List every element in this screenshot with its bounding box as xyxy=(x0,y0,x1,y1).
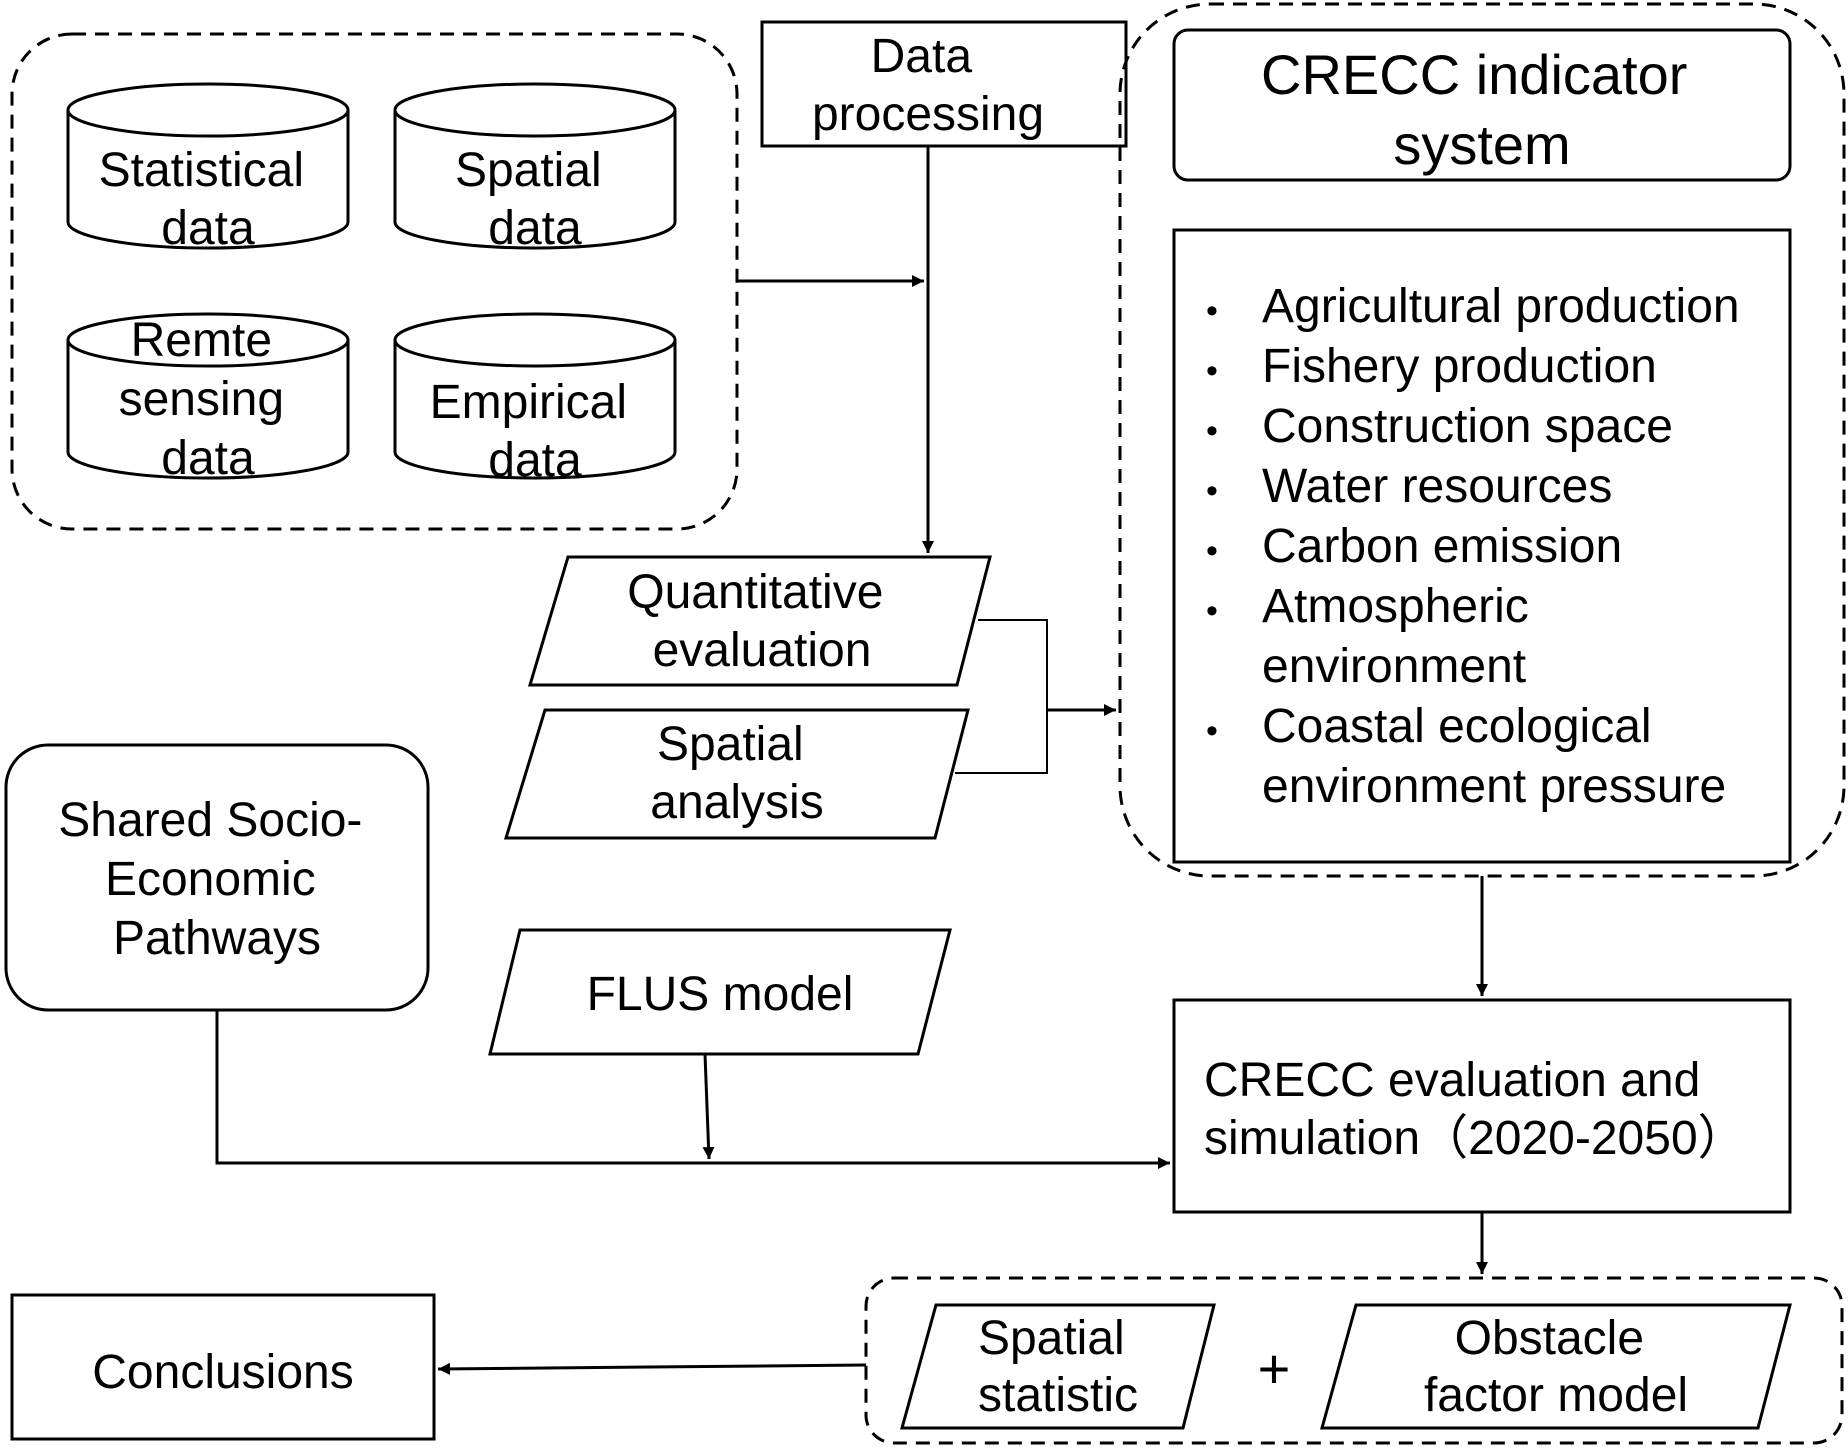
indicator-bullet: • xyxy=(1206,592,1218,630)
empirical-data-cylinder: Empirical data xyxy=(393,312,677,487)
spatial-data-label: Spatial data xyxy=(455,144,615,255)
spatial-data-cylinder: Spatial data xyxy=(393,82,677,255)
indicator-list: • Agricultural production • Fishery product… xyxy=(1206,280,1740,813)
data-processing-label: Data processing xyxy=(812,30,1044,141)
output-methods-group xyxy=(864,1276,1844,1445)
remote-sensing-data-label: Remte sensing data xyxy=(119,314,298,485)
flus-model-label: FLUS model xyxy=(587,968,854,1021)
indicator-bullet: • xyxy=(1206,292,1218,330)
conclusions-box xyxy=(10,1293,436,1441)
indicator-bullet: • xyxy=(1206,712,1218,750)
indicator-item: Water resources xyxy=(1262,460,1612,513)
indicator-list-box xyxy=(1172,228,1792,864)
statistical-data-cylinder: Statistical data xyxy=(66,82,350,255)
spatial-analysis-box xyxy=(503,708,970,840)
remote-sensing-data-cylinder: Remte sensing data xyxy=(66,312,350,485)
indicator-bullet: • xyxy=(1206,352,1218,390)
quantitative-evaluation-box xyxy=(527,555,992,687)
evaluation-simulation-label: CRECC evaluation and simulation（2020-205… xyxy=(1204,1054,1746,1165)
indicator-bullet: • xyxy=(1206,532,1218,570)
indicator-bullet: • xyxy=(1206,472,1218,510)
obstacle-factor-model-box xyxy=(1320,1303,1792,1430)
spatial-statistic-box xyxy=(900,1303,1216,1430)
ssp-label: Shared Socio- Economic Pathways xyxy=(58,794,376,965)
indicator-item: Construction space xyxy=(1262,400,1673,453)
data-processing-box xyxy=(760,20,1128,148)
connector-evaluation-analysis-bracket xyxy=(955,619,1048,774)
connector-ssp-to-evaluation xyxy=(215,1010,1170,1169)
evaluation-simulation-box xyxy=(1172,998,1792,1214)
statistical-data-label: Statistical data xyxy=(99,144,318,255)
spatial-statistic-label: Spatial statistic xyxy=(978,1312,1138,1422)
empirical-data-label: Empirical data xyxy=(430,376,641,487)
connector-methods-to-conclusions xyxy=(437,1362,867,1375)
spatial-analysis-label: Spatial analysis xyxy=(650,718,823,829)
connector-flus-down xyxy=(702,1053,715,1160)
plus-sign: + xyxy=(1258,1337,1291,1400)
indicator-system-title: CRECC indicator system xyxy=(1261,43,1703,176)
indicator-item: Agricultural production xyxy=(1262,280,1740,333)
indicator-item: Carbon emission xyxy=(1262,520,1622,573)
quantitative-evaluation-label: Quantitative evaluation xyxy=(627,566,897,677)
indicator-item: Fishery production xyxy=(1262,340,1657,393)
flus-model-box xyxy=(488,928,952,1056)
indicator-system-title-box xyxy=(1172,28,1792,182)
obstacle-factor-model-label: Obstacle factor model xyxy=(1424,1312,1688,1422)
indicator-bullet: • xyxy=(1206,412,1218,450)
conclusions-label: Conclusions xyxy=(92,1346,353,1399)
